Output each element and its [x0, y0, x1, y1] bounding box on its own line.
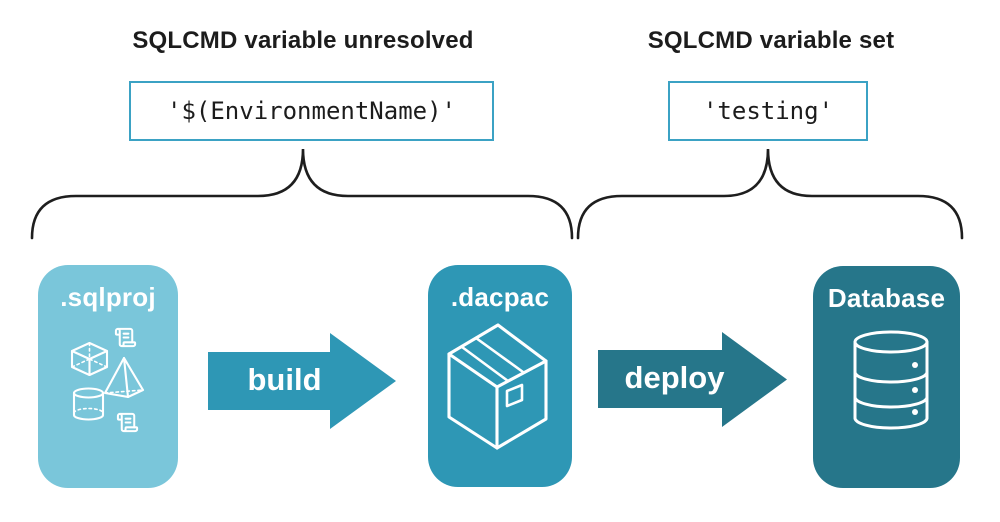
build-arrow-label: build: [247, 362, 322, 397]
right-brace: [576, 148, 964, 240]
build-arrow: [208, 333, 396, 429]
cube-icon: [70, 341, 109, 377]
unresolved-variable-value: '$(EnvironmentName)': [167, 97, 456, 125]
stage-dacpac: .dacpac: [428, 265, 572, 487]
deploy-arrow-label: deploy: [624, 360, 725, 395]
left-brace: [30, 148, 574, 240]
package-icon: [447, 323, 548, 450]
script-scroll-icon: [114, 327, 137, 348]
stage-sqlproj: .sqlproj: [38, 265, 178, 488]
script-scroll-icon: [116, 412, 139, 433]
heading-variable-set: SQLCMD variable set: [647, 27, 895, 54]
cylinder-icon: [72, 387, 105, 421]
deploy-arrow: [598, 332, 787, 427]
unresolved-variable-box: '$(EnvironmentName)': [129, 81, 494, 141]
stage-database: Database: [813, 266, 960, 488]
heading-variable-unresolved: SQLCMD variable unresolved: [132, 27, 474, 54]
database-icon: [853, 330, 929, 430]
set-variable-value: 'testing': [702, 97, 834, 125]
pyramid-icon: [103, 356, 145, 399]
stage-sqlproj-label: .sqlproj: [60, 282, 156, 312]
stage-database-label: Database: [827, 283, 946, 313]
set-variable-box: 'testing': [668, 81, 868, 141]
sql-objects-icon: [70, 327, 145, 433]
stage-dacpac-label: .dacpac: [450, 282, 550, 312]
